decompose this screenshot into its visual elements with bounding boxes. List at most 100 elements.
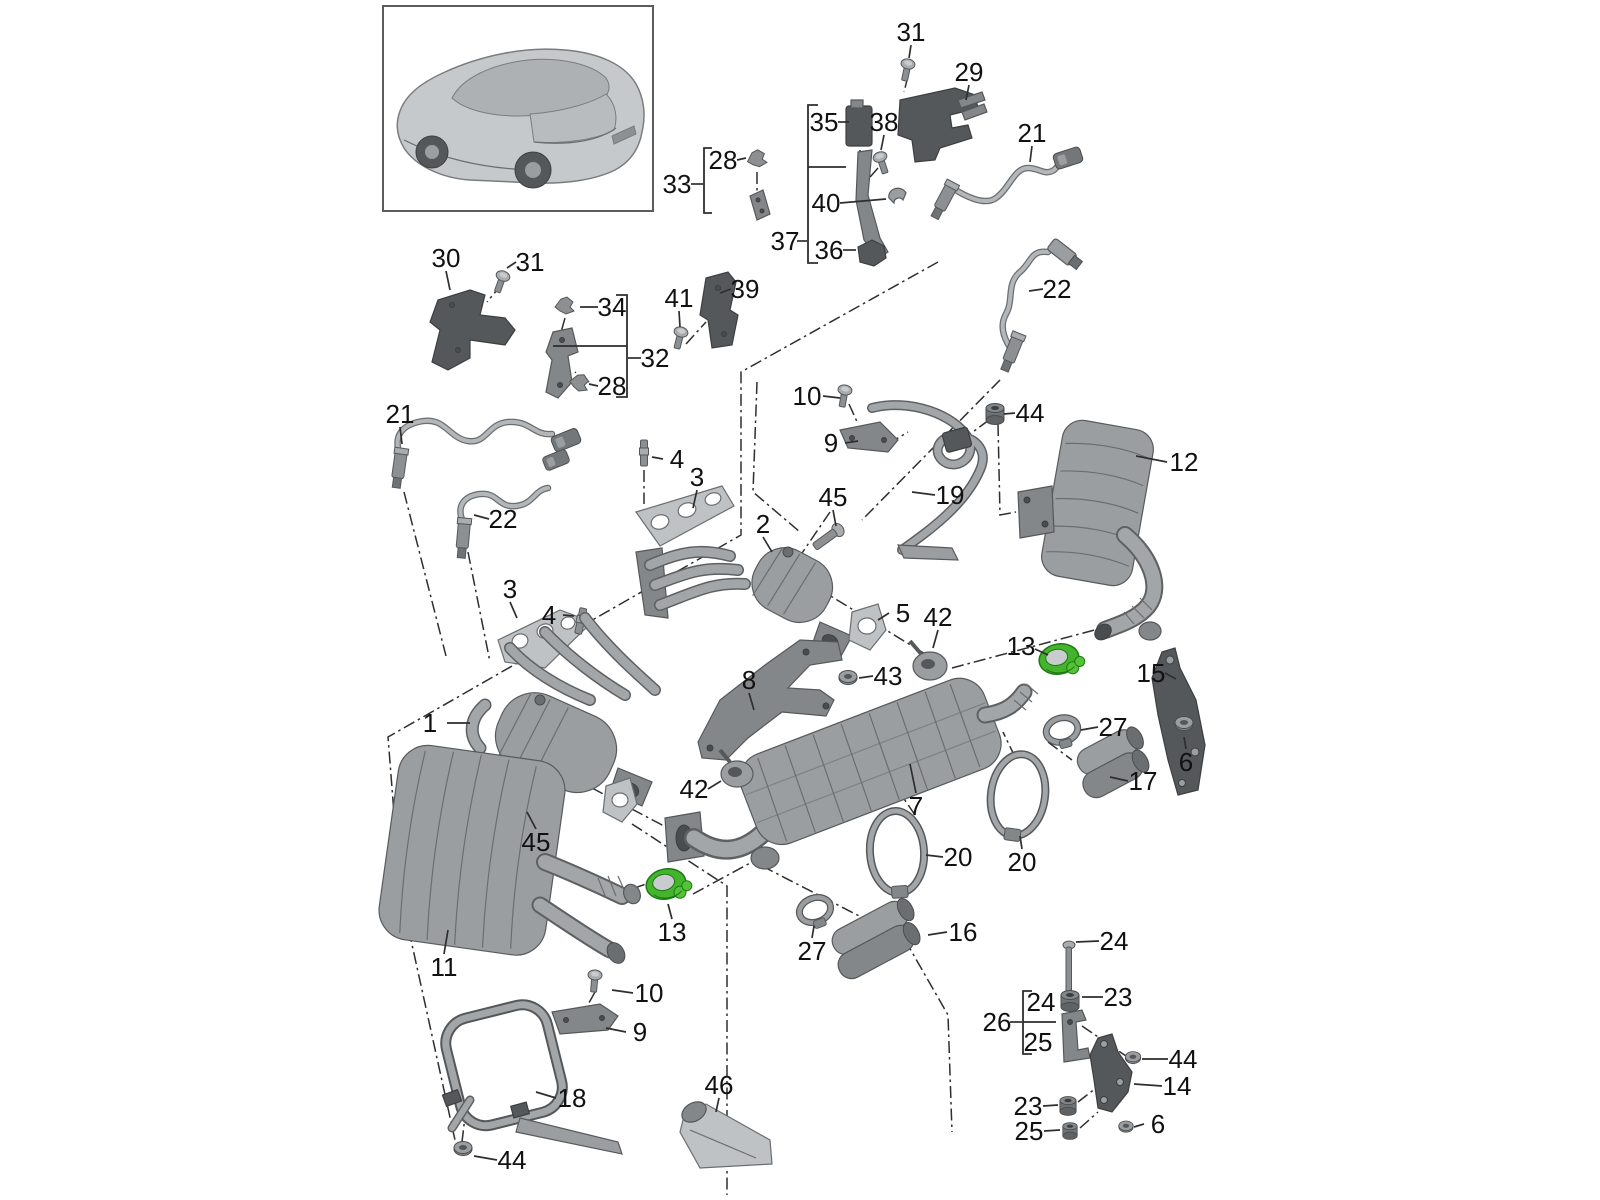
- callout-leader-28-41: [588, 383, 599, 387]
- callout-3-3[interactable]: 3: [503, 574, 517, 604]
- callout-leader-13-17: [1034, 648, 1049, 656]
- callout-31-44[interactable]: 31: [897, 17, 926, 47]
- group-bracket-1: [703, 147, 712, 214]
- callout-5-6[interactable]: 5: [896, 598, 910, 628]
- callout-25-35[interactable]: 25: [1024, 1027, 1053, 1057]
- callout-37-51[interactable]: 37: [771, 226, 800, 256]
- part-46-tailpipe-tip: [679, 1101, 773, 1169]
- part-12-rear-muffler-right: [1017, 419, 1164, 641]
- callout-28-41[interactable]: 28: [598, 371, 627, 401]
- callout-leader-17-22: [1109, 776, 1129, 782]
- callout-leader-43-58: [858, 675, 874, 679]
- callout-46-64[interactable]: 46: [705, 1070, 734, 1100]
- callout-leader-20-26: [1019, 835, 1023, 850]
- part-22-sensor-right: [997, 238, 1084, 374]
- callout-23-32[interactable]: 23: [1014, 1091, 1043, 1121]
- callout-13-17[interactable]: 13: [1007, 631, 1036, 661]
- callout-42-57[interactable]: 42: [680, 774, 709, 804]
- callout-leader-19-24: [911, 491, 936, 496]
- part-6-nut-bottom: [1118, 1120, 1134, 1133]
- callout-10-13[interactable]: 10: [793, 381, 822, 411]
- callout-28-40[interactable]: 28: [709, 145, 738, 175]
- callout-leader-12-16: [1135, 455, 1168, 463]
- callout-4-5[interactable]: 4: [542, 600, 556, 630]
- callout-43-58[interactable]: 43: [874, 661, 903, 691]
- callout-34-48[interactable]: 34: [598, 292, 627, 322]
- callout-15-20[interactable]: 15: [1137, 658, 1166, 688]
- assembly-line-33: [1077, 1087, 1097, 1103]
- callout-27-39[interactable]: 27: [798, 936, 827, 966]
- callout-9-11[interactable]: 9: [824, 428, 838, 458]
- car-glasshouse: [451, 58, 610, 117]
- part-33-group: [745, 148, 771, 221]
- callout-6-7[interactable]: 6: [1179, 747, 1193, 777]
- callout-41-55[interactable]: 41: [665, 283, 694, 313]
- callout-35-49[interactable]: 35: [810, 107, 839, 137]
- assembly-line-24: [692, 861, 753, 895]
- part-19-support-bar: [867, 400, 988, 561]
- part-40-clip: [888, 187, 907, 205]
- part-36-mount: [857, 239, 887, 267]
- callout-45-63[interactable]: 45: [522, 827, 551, 857]
- callout-22-29[interactable]: 22: [489, 504, 518, 534]
- callout-leader-7-9: [909, 763, 917, 794]
- callout-leader-30-43: [445, 270, 451, 291]
- callout-12-16[interactable]: 12: [1170, 447, 1199, 477]
- callout-2-1[interactable]: 2: [756, 509, 770, 539]
- callout-19-24[interactable]: 19: [936, 480, 965, 510]
- callout-9-12[interactable]: 9: [633, 1017, 647, 1047]
- callout-29-42[interactable]: 29: [955, 57, 984, 87]
- callout-16-21[interactable]: 16: [949, 917, 978, 947]
- group-bracket-0: [553, 294, 628, 398]
- assembly-line-1: [752, 381, 801, 533]
- callout-6-8[interactable]: 6: [1151, 1109, 1165, 1139]
- callout-leader-4-4: [651, 456, 664, 460]
- callout-26-37[interactable]: 26: [983, 1007, 1012, 1037]
- callout-25-36[interactable]: 25: [1015, 1116, 1044, 1146]
- part-30-bracket: [429, 289, 516, 371]
- part-13-clamp-highlighted-left[interactable]: [642, 863, 695, 906]
- callout-21-27[interactable]: 21: [386, 399, 415, 429]
- callout-31-45[interactable]: 31: [516, 247, 545, 277]
- callout-21-28[interactable]: 21: [1018, 118, 1047, 148]
- callout-32-46[interactable]: 32: [641, 343, 670, 373]
- callout-30-43[interactable]: 30: [432, 243, 461, 273]
- callout-40-54[interactable]: 40: [812, 188, 841, 218]
- part-23-grommet-upper: [1060, 990, 1080, 1012]
- callout-23-31[interactable]: 23: [1104, 982, 1133, 1012]
- callout-17-22[interactable]: 17: [1129, 766, 1158, 796]
- callout-4-4[interactable]: 4: [670, 444, 684, 474]
- callout-leader-2-1: [762, 536, 773, 553]
- part-18-support-frame: [440, 999, 623, 1155]
- callout-11-15[interactable]: 11: [431, 952, 458, 982]
- callout-8-10[interactable]: 8: [742, 665, 756, 695]
- callout-44-59[interactable]: 44: [1016, 398, 1045, 428]
- callout-39-53[interactable]: 39: [731, 274, 760, 304]
- callout-24-33[interactable]: 24: [1100, 926, 1129, 956]
- callout-7-9[interactable]: 7: [909, 791, 923, 821]
- callout-22-30[interactable]: 22: [1043, 274, 1072, 304]
- callout-45-62[interactable]: 45: [819, 482, 848, 512]
- callout-38-52[interactable]: 38: [870, 107, 899, 137]
- callout-leader-14-19: [1133, 1083, 1163, 1087]
- part-13-clamp-highlighted-right[interactable]: [1035, 639, 1088, 680]
- callout-13-18[interactable]: 13: [658, 917, 687, 947]
- callout-42-56[interactable]: 42: [924, 602, 953, 632]
- callout-20-26[interactable]: 20: [1008, 847, 1037, 877]
- callout-24-34[interactable]: 24: [1027, 987, 1056, 1017]
- callout-10-14[interactable]: 10: [635, 978, 664, 1008]
- car-taillight: [611, 125, 637, 145]
- callout-leader-21-27: [399, 426, 403, 445]
- callout-3-2[interactable]: 3: [690, 462, 704, 492]
- callout-27-38[interactable]: 27: [1099, 712, 1128, 742]
- callout-18-23[interactable]: 18: [558, 1083, 587, 1113]
- callout-14-19[interactable]: 14: [1163, 1071, 1192, 1101]
- callout-leader-22-29: [473, 514, 490, 520]
- callout-33-47[interactable]: 33: [663, 169, 692, 199]
- callout-36-50[interactable]: 36: [815, 235, 844, 265]
- callout-44-61[interactable]: 44: [498, 1145, 527, 1175]
- callout-1-0[interactable]: 1: [423, 708, 437, 738]
- callout-20-25[interactable]: 20: [944, 842, 973, 872]
- callout-44-60[interactable]: 44: [1169, 1044, 1198, 1074]
